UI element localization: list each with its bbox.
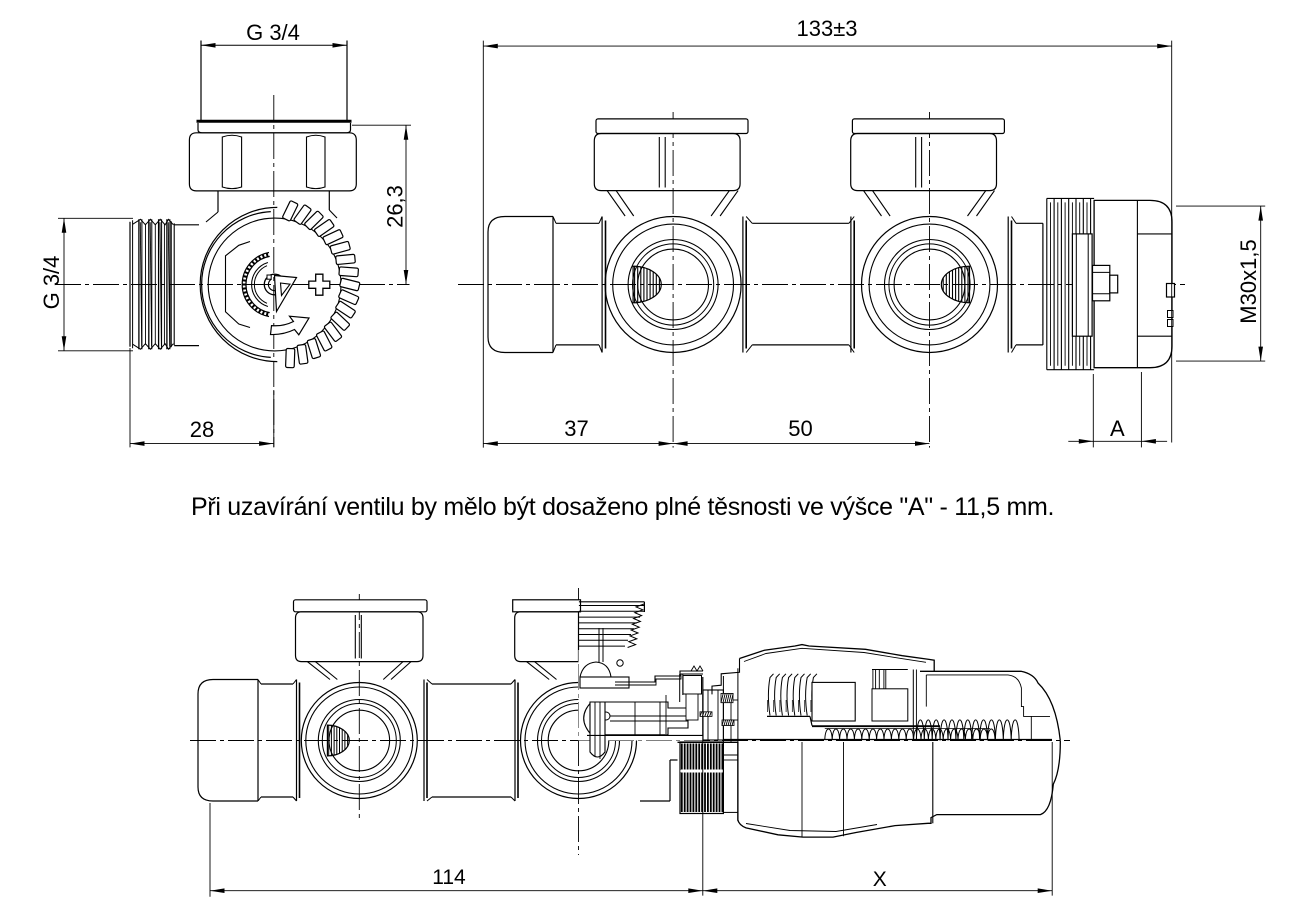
- svg-text:26,3: 26,3: [383, 185, 408, 228]
- svg-text:37: 37: [564, 416, 588, 441]
- svg-text:X: X: [873, 868, 887, 891]
- svg-text:M30x1,5: M30x1,5: [1236, 239, 1261, 323]
- svg-text:50: 50: [788, 416, 812, 441]
- svg-text:28: 28: [190, 417, 214, 442]
- svg-text:114: 114: [432, 866, 466, 889]
- svg-text:G 3/4: G 3/4: [246, 20, 300, 45]
- svg-text:Při uzavírání ventilu by mělo: Při uzavírání ventilu by mělo být dosaže…: [191, 493, 1054, 521]
- svg-text:G 3/4: G 3/4: [39, 256, 64, 310]
- svg-text:133±3: 133±3: [796, 16, 857, 41]
- svg-text:A: A: [1110, 416, 1125, 441]
